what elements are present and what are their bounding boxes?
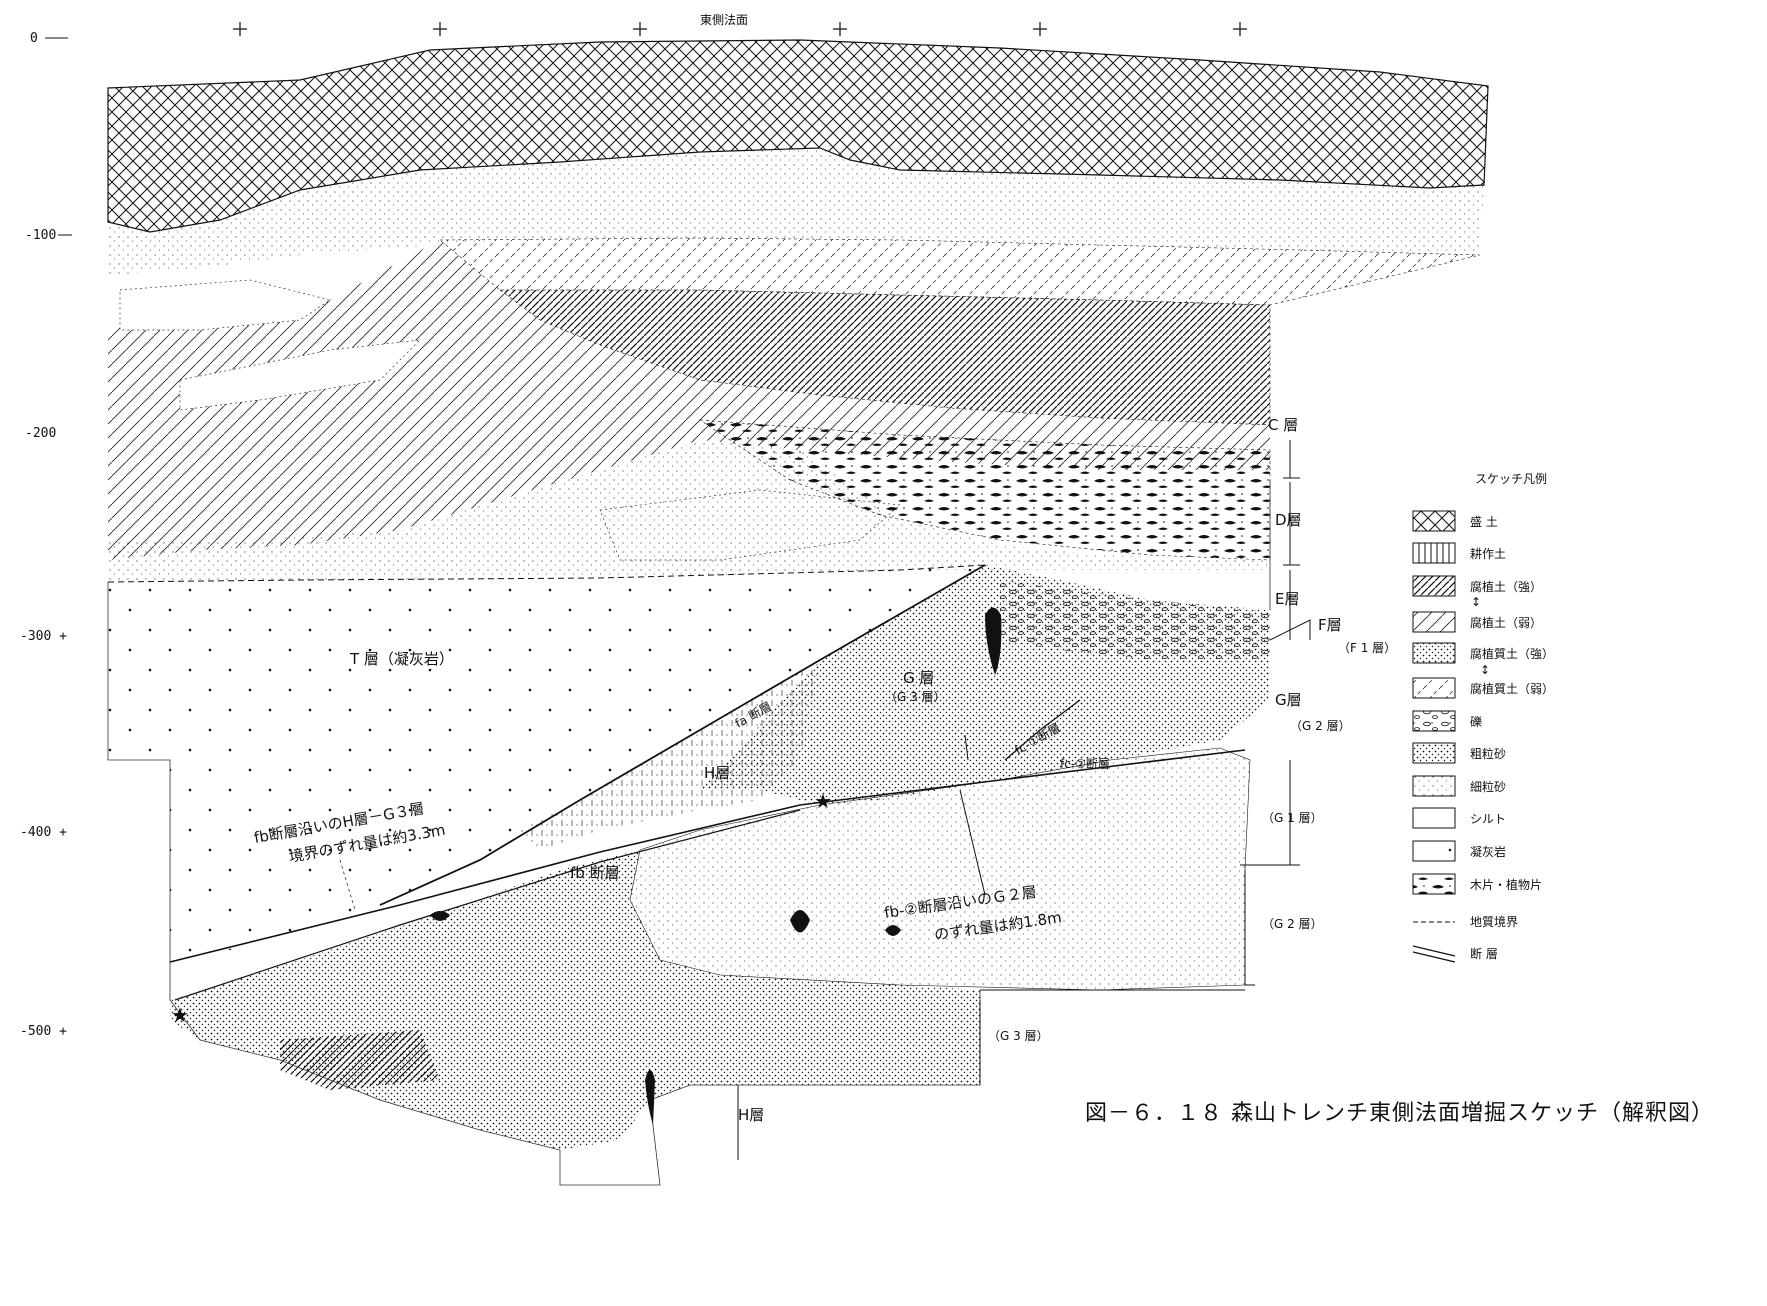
fault-fa (379, 564, 986, 906)
label-layer-G1: （G 1 層） (1262, 811, 1323, 825)
depth-tick-0: 0 (30, 31, 38, 46)
legend-item: 腐植土（弱） (1412, 611, 1542, 633)
top-ruler: 東側法面 (233, 13, 1247, 36)
top-label: 東側法面 (700, 13, 748, 27)
excavation-outline-lower (107, 582, 981, 1186)
label-layer-G3-right: （G 3 層） (988, 1029, 1049, 1043)
label-layer-E: E層 (1275, 590, 1299, 608)
legend-item: 凝灰岩 (1412, 840, 1506, 862)
layer-humic-soil (439, 237, 1481, 306)
depth-tick-300: -300 + (20, 629, 67, 644)
legend-item: 腐植質土（弱） (1412, 677, 1554, 699)
label-layer-G-inner: G 層 (903, 669, 934, 687)
legend-label: 腐植質土（強） (1470, 646, 1554, 661)
legend-item: 礫 (1412, 710, 1482, 732)
label-layer-D: D層 (1275, 511, 1302, 529)
figure-caption: 図－６．１８ 森山トレンチ東側法面増掘スケッチ（解釈図） (1085, 1101, 1714, 1126)
star-marker: ★ (814, 789, 832, 813)
layer-tuff-T (108, 565, 985, 960)
label-fault-fb: fb 断層 (570, 864, 620, 882)
label-layer-H-bottom: H層 (738, 1106, 764, 1124)
label-layer-C: C 層 (1268, 416, 1298, 434)
layer-H-inner (520, 660, 820, 850)
fault-fb (169, 749, 1246, 963)
legend-label: 細粒砂 (1470, 779, 1506, 794)
fault-fb-parallel (174, 809, 801, 1001)
legend-item: 細粒砂 (1412, 775, 1506, 797)
label-layer-G2-upper: （G 2 層） (1290, 719, 1351, 733)
depth-tick-400: -400 + (20, 825, 67, 840)
legend-item: 木片・植物片 (1412, 873, 1542, 895)
fault-G-annot-line (964, 734, 969, 761)
depth-tick-500: -500 + (20, 1024, 67, 1039)
legend-label: 粗粒砂 (1470, 746, 1506, 761)
legend-title: スケッチ凡例 (1475, 472, 1547, 486)
wood-blob (645, 1070, 655, 1125)
wood-blob (885, 925, 901, 936)
legend-item: 盛 土 (1412, 510, 1498, 532)
depth-tick-100: -100 (25, 228, 56, 243)
humus-patch-lower (280, 1030, 440, 1090)
silt-lens-2 (179, 339, 421, 411)
legend-label: 礫 (1470, 714, 1482, 729)
legend-item: 腐植質土（強） (1412, 642, 1554, 664)
legend-label: 腐植質土（弱） (1470, 681, 1554, 696)
label-fault-fc2: fc-②断層 (1060, 756, 1110, 771)
depth-axis: 0 -100 -200 -300 + -400 + -500 + (20, 31, 72, 1039)
annot-leader (339, 859, 356, 911)
legend: スケッチ凡例 盛 土 耕作土 腐植土（強） ↕ 腐植土（弱） 腐植質土（強） ↕… (1412, 472, 1554, 963)
fault-fc2-trace (959, 789, 986, 896)
legend-arrow: ↕ (1480, 663, 1490, 677)
label-layer-G2-lower: （G 2 層） (1262, 917, 1323, 931)
right-scale-bars (737, 440, 1311, 1160)
layer-lower-sand (108, 440, 1270, 582)
legend-label: シルト (1470, 812, 1506, 826)
depth-tick-200: -200 (25, 426, 56, 441)
label-layer-F1: （F 1 層） (1338, 641, 1396, 655)
legend-item: シルト (1412, 807, 1506, 829)
legend-arrow: ↕ (1471, 595, 1481, 609)
fault-fc1 (1004, 699, 1081, 761)
legend-label: 地質境界 (1470, 914, 1518, 929)
silt-lens-1 (119, 279, 331, 331)
cross-section: ★ ★ (107, 39, 1489, 1186)
layer-labels: C 層 D層 E層 F層 （F 1 層） G層 （G 2 層） （G 1 層） … (349, 416, 1396, 1124)
legend-label: 盛 土 (1470, 514, 1498, 529)
legend-label: 腐植土（弱） (1470, 615, 1542, 630)
wood-blob (790, 910, 810, 933)
label-layer-F: F層 (1318, 616, 1342, 634)
label-layer-G: G層 (1275, 691, 1302, 709)
layer-humic-left (108, 240, 1270, 560)
legend-label: 耕作土 (1470, 546, 1506, 561)
wood-blob (430, 911, 450, 921)
label-layer-H-inner: H層 (704, 764, 730, 782)
legend-item: 腐植土（強） (1412, 575, 1542, 597)
star-marker: ★ (171, 1003, 189, 1027)
legend-item: 地質境界 (1413, 914, 1518, 929)
legend-label: 凝灰岩 (1470, 844, 1506, 859)
legend-item: 耕作土 (1412, 542, 1506, 564)
legend-label: 腐植土（強） (1470, 579, 1542, 594)
wood-blob (985, 607, 1002, 675)
legend-item: 粗粒砂 (1412, 742, 1506, 764)
legend-item: 断 層 (1412, 945, 1498, 963)
label-layer-G3-inner: （G 3 層） (885, 690, 946, 704)
legend-label: 木片・植物片 (1470, 877, 1542, 892)
legend-label: 断 層 (1470, 946, 1498, 961)
label-layer-T: T 層（凝灰岩） (349, 650, 454, 668)
layer-G3-gravel (1000, 580, 1270, 660)
